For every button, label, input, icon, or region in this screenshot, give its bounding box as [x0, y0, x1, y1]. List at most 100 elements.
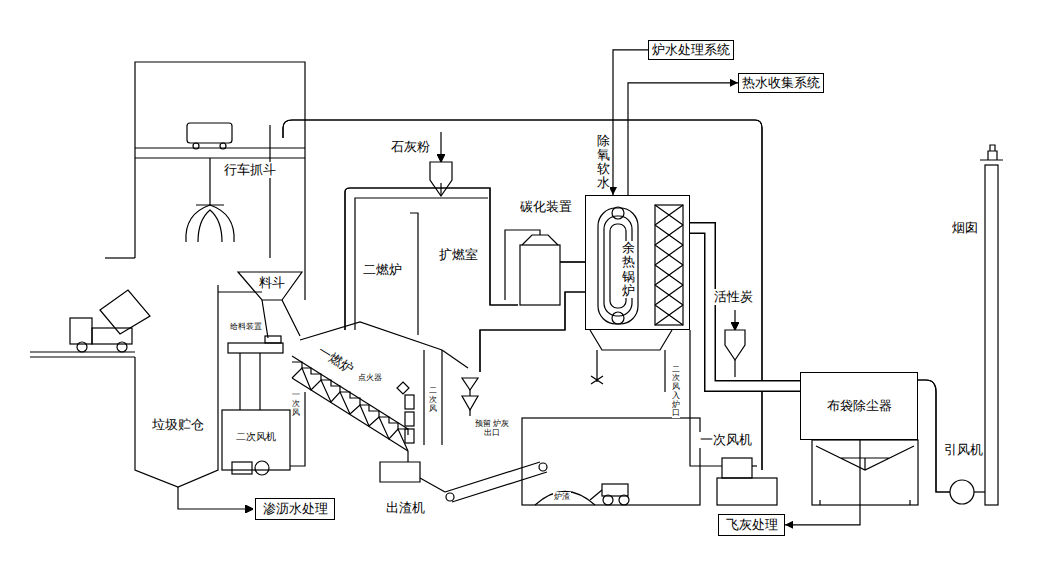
secondary-fan [255, 461, 269, 475]
crane-grab [186, 123, 234, 242]
pipe-path [628, 83, 738, 195]
induced-fan-chimney [950, 480, 974, 504]
duct-inner [690, 228, 800, 386]
part-label: 活性炭 [713, 289, 754, 305]
secondary-furnace [442, 350, 468, 368]
primary-fan [717, 478, 777, 505]
feed-hopper [262, 300, 300, 338]
primary-furnace [292, 378, 408, 451]
pipes [345, 188, 518, 330]
flue-duct [690, 228, 800, 386]
activated-carbon-hopper [725, 310, 745, 377]
lime-hopper [430, 162, 452, 196]
node-text: 炉水处理系统 [652, 42, 730, 58]
activated-carbon-hopper [725, 330, 745, 360]
system-box: 飞灰处理 [718, 514, 785, 536]
primary-furnace [292, 322, 442, 482]
part-label: 给料装置 [229, 322, 263, 332]
slag-handling [535, 492, 595, 506]
crane-building [105, 257, 135, 258]
secondary-fan [232, 462, 252, 474]
feed-hopper [228, 272, 302, 410]
crane-grab [193, 143, 199, 149]
pipe-path [785, 440, 860, 525]
crane-building [269, 125, 270, 258]
primary-furnace [397, 382, 409, 394]
feed-hopper [265, 336, 281, 343]
part-label: 扩燃室 [438, 247, 479, 263]
crane-grab [198, 210, 222, 242]
induced-fan-chimney [980, 145, 1003, 160]
primary-furnace [292, 368, 408, 451]
slag-handling [590, 490, 602, 500]
part-label: 二次风机 [235, 431, 277, 443]
primary-furnace [380, 451, 420, 482]
boiler-internals [590, 205, 722, 466]
slag-handling [522, 418, 700, 505]
part-label: 出渣机 [385, 500, 426, 516]
system-box: 渗沥水处理 [255, 498, 335, 520]
crane-grab [186, 205, 234, 242]
primary-furnace [405, 395, 414, 409]
crane-grab [187, 123, 232, 143]
crane-building [135, 148, 305, 158]
garbage-pit [135, 285, 262, 509]
slag-handling [603, 495, 613, 505]
secondary-furnace [424, 350, 442, 445]
secondary-furnace [462, 378, 478, 390]
crane-grab [196, 158, 224, 205]
induced-fan-chimney [985, 165, 998, 505]
part-label: 二次风入炉口 [672, 366, 680, 419]
garbage-truck [117, 342, 127, 352]
crane-building [105, 62, 305, 300]
part-label: 石灰粉 [390, 139, 431, 155]
part-label: 行车抓斗 [223, 162, 277, 178]
carbonization-vessel [505, 230, 540, 300]
secondary-fan [222, 410, 290, 470]
primary-furnace [405, 429, 414, 443]
boiler-internals [598, 208, 638, 324]
bag-filter-hopper [812, 440, 918, 505]
crane-building [135, 62, 305, 300]
node-text: 布袋除尘器 [827, 398, 892, 414]
boiler-internals [590, 330, 672, 350]
primary-fan [752, 465, 757, 466]
activated-carbon-hopper [734, 360, 735, 377]
duct-outer [690, 228, 800, 386]
boiler-internals [655, 205, 683, 325]
slag-handling [445, 462, 547, 502]
pipes [918, 380, 950, 492]
pipes [480, 292, 585, 372]
boiler-internals [612, 207, 624, 219]
part-label: 一燃炉 [313, 342, 356, 377]
part-label: 一次风 [292, 391, 300, 417]
secondary-furnace [410, 213, 418, 335]
boiler-box: 余热锅炉 [585, 195, 690, 330]
node-text: 飞灰处理 [726, 517, 778, 533]
bag-filter-hopper [812, 440, 918, 505]
part-label: 预留 炉灰出口 [473, 419, 511, 438]
node-text: 余热锅炉 [622, 241, 635, 298]
garbage-truck [30, 290, 150, 357]
part-label: 二次风 [429, 387, 437, 413]
part-label: 炉渣 [553, 492, 571, 502]
garbage-pit [178, 487, 253, 509]
part-label: 二燃炉 [362, 262, 403, 278]
boiler-internals [664, 350, 665, 392]
secondary-furnace [355, 198, 488, 445]
slag-handling [420, 478, 445, 492]
induced-fan-chimney [974, 491, 985, 492]
node-text: 渗沥水处理 [263, 501, 328, 517]
slag-handling [446, 493, 454, 501]
system-box: 布袋除尘器 [800, 372, 918, 440]
pipes [480, 292, 585, 372]
secondary-furnace [469, 390, 470, 416]
garbage-pit [135, 285, 218, 487]
pipes [560, 259, 585, 266]
carbonization-vessel [522, 235, 558, 245]
